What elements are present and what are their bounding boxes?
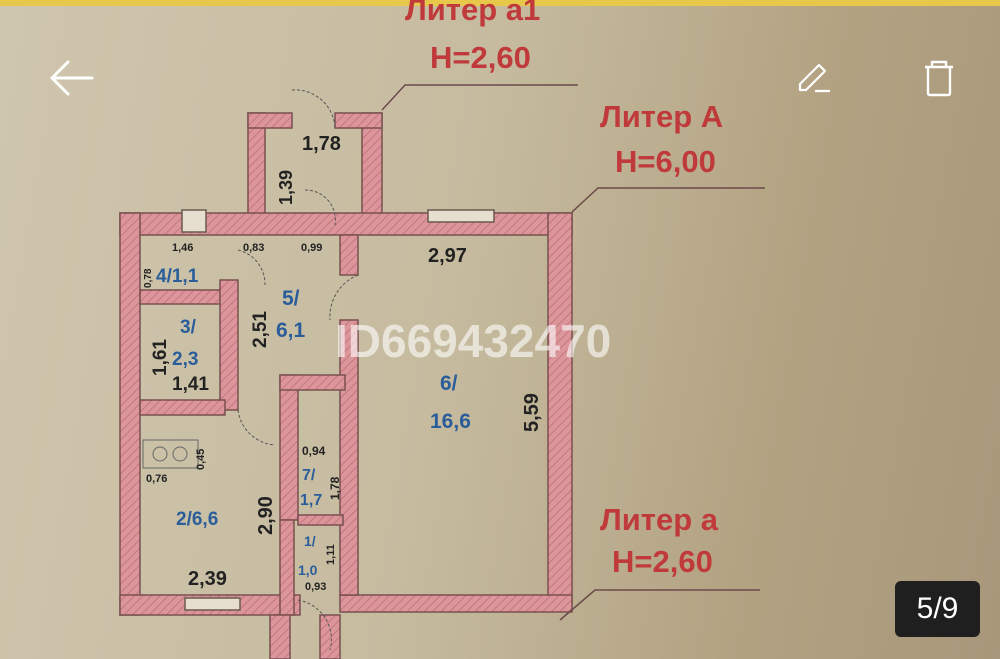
dimension-label: 1,61 [150,339,171,376]
dimension-label: 0,45 [195,449,207,470]
pencil-icon [798,63,830,93]
image-counter: 5/9 [895,581,980,637]
dimension-labels: 1,78 1,39 1,46 0,78 0,83 0,99 2,97 2,51 … [143,133,543,593]
dimension-label: 0,93 [305,581,326,593]
watermark: ID669432470 [335,315,611,367]
room-1-num: 1/ [304,533,316,549]
room-7-area: 1,7 [300,492,322,509]
liter-a-height: H=2,60 [612,544,713,579]
dimension-label: 5,59 [521,393,543,432]
dimension-label: 1,78 [328,476,342,500]
dimension-label: 1,39 [276,170,296,205]
room-3-area: 2,3 [172,349,198,370]
edit-button[interactable] [797,60,833,101]
stove [142,439,199,469]
liter-a1-height: H=2,60 [430,40,531,75]
windows [181,209,495,611]
dimension-label: 1,41 [172,374,209,395]
dimension-label: 0,76 [146,473,167,485]
room-7-num: 7/ [302,467,316,484]
dimension-label: 2,90 [255,496,277,535]
room-3-num: 3/ [180,317,197,338]
trash-icon [925,60,953,97]
dimension-label: 2,51 [250,311,271,348]
room-5-area: 6,1 [276,319,306,342]
delete-button[interactable] [922,58,956,103]
room-6-num: 6/ [440,372,458,395]
dimension-label: 2,39 [188,568,227,590]
liter-a1-name: Литер а1 [405,0,540,27]
room-2: 2/6,6 [176,509,218,530]
leader-lines [381,84,765,621]
room-5-num: 5/ [282,287,300,310]
doors [237,89,359,651]
liter-A-height: H=6,00 [615,144,716,179]
dimension-label: 0,99 [301,242,322,254]
arrow-left-icon [50,60,94,96]
dimension-label: 1,46 [172,242,193,254]
room-4: 4/1,1 [156,266,199,287]
dimension-label: 0,94 [302,444,326,458]
liter-a-name: Литер а [600,502,719,537]
dimension-label: 2,97 [428,245,467,267]
dimension-label: 0,83 [243,242,264,254]
liter-A-name: Литер А [600,99,723,134]
room-1-area: 1,0 [298,562,318,578]
top-strip [0,0,1000,6]
room-labels: 4/1,1 5/ 6,1 3/ 2,3 6/ 16,6 2/6,6 7/ 1,7… [156,266,471,578]
dimension-label: 1,11 [325,544,337,565]
room-6-area: 16,6 [430,410,471,433]
dimension-label: 0,78 [143,268,154,288]
dimension-label: 1,78 [302,133,341,155]
back-button[interactable] [48,58,96,103]
